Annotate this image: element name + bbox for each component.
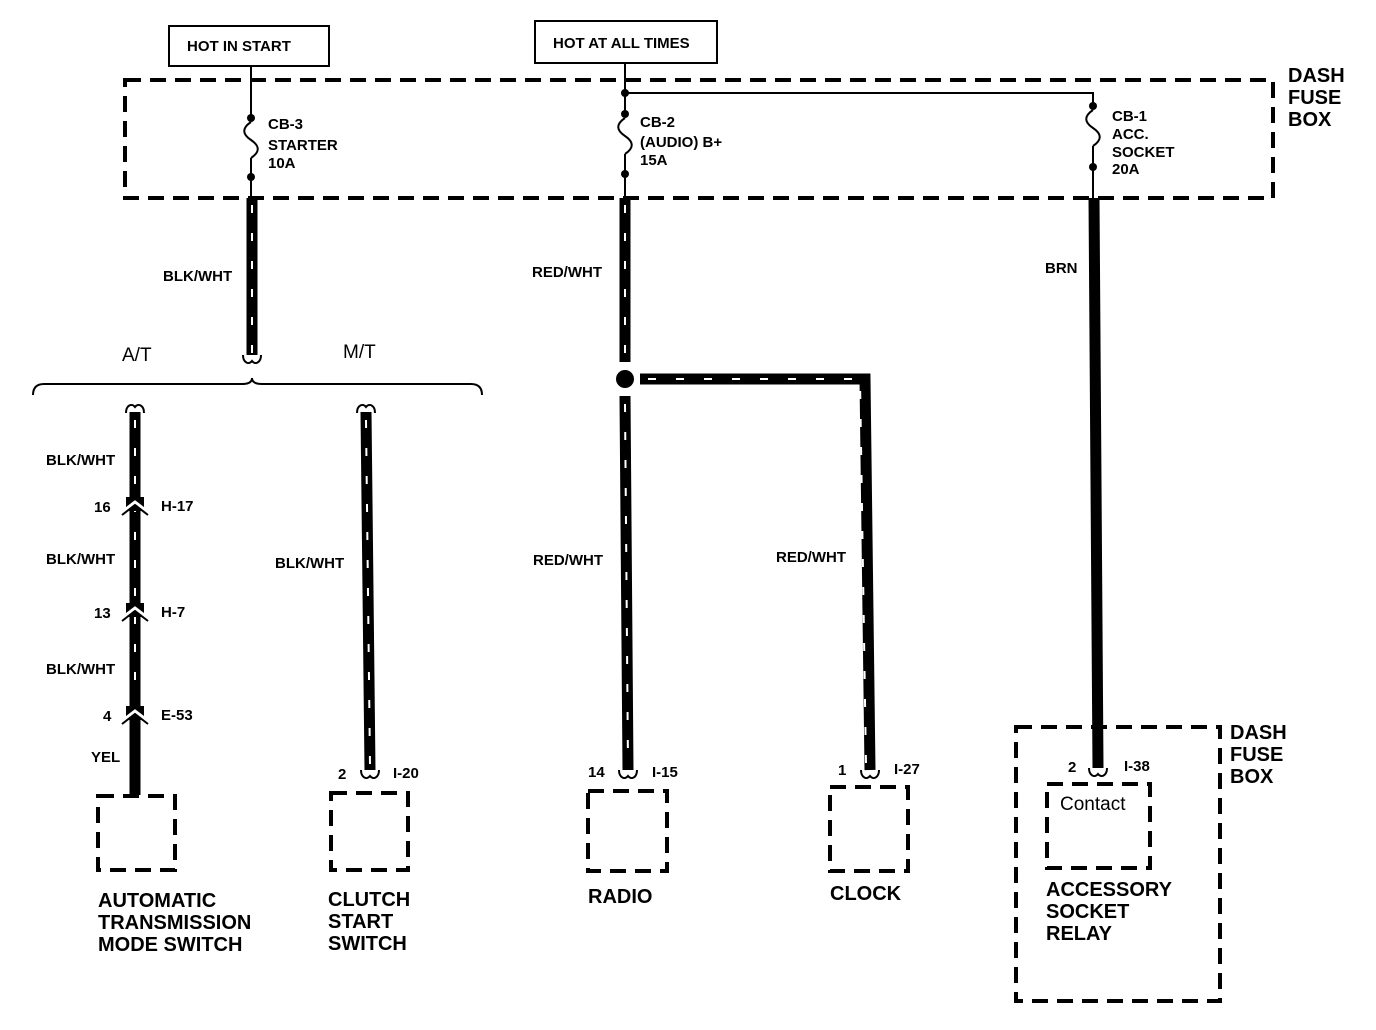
radio-label: RADIO bbox=[588, 886, 652, 908]
dash-fuse-box-relay-label: DASH FUSE BOX bbox=[1230, 722, 1292, 788]
hot-at-all-times-box: HOT AT ALL TIMES bbox=[534, 20, 718, 64]
hot-at-all-times-label: HOT AT ALL TIMES bbox=[553, 35, 690, 52]
i27-pin: 1 bbox=[838, 762, 846, 779]
hot-in-start-box: HOT IN START bbox=[168, 25, 330, 67]
h7-pin: 13 bbox=[94, 605, 111, 622]
at-yel-wire-label: YEL bbox=[91, 749, 120, 766]
at-mode-switch-label: AUTOMATIC TRANSMISSION MODE SWITCH bbox=[98, 890, 257, 956]
at-wire-label-3: BLK/WHT bbox=[46, 661, 115, 678]
mt-branch-label: M/T bbox=[343, 342, 376, 363]
relay-contact-box bbox=[1045, 782, 1152, 870]
clock-label: CLOCK bbox=[830, 883, 902, 905]
i38-connector: I-38 bbox=[1124, 758, 1150, 775]
cb3-breaker bbox=[243, 80, 259, 198]
clock-wire bbox=[640, 373, 876, 771]
i20-connector: I-20 bbox=[393, 765, 419, 782]
clock-wire-label: RED/WHT bbox=[776, 549, 846, 566]
i15-connector: I-15 bbox=[652, 764, 678, 781]
clutch-start-switch-label: CLUTCH START SWITCH bbox=[328, 889, 416, 955]
starter-feed-wire-label: BLK/WHT bbox=[163, 268, 232, 285]
h17-connector: H-17 bbox=[161, 498, 194, 515]
at-wire-label-2: BLK/WHT bbox=[46, 551, 115, 568]
dash-fuse-box-top-label: DASH FUSE BOX bbox=[1288, 65, 1350, 131]
h17-pin: 16 bbox=[94, 499, 111, 516]
radio-box bbox=[586, 789, 669, 873]
cb3-label: CB-3 STARTER 10A bbox=[268, 116, 342, 172]
cb1-label: CB-1 ACC. SOCKET 20A bbox=[1112, 108, 1179, 178]
accessory-socket-relay-label: ACCESSORY SOCKET RELAY bbox=[1046, 879, 1177, 945]
clock-box bbox=[828, 785, 910, 873]
clutch-start-switch-box bbox=[329, 791, 410, 872]
cb2-label: CB-2 (AUDIO) B+ 15A bbox=[640, 114, 726, 169]
i38-pin: 2 bbox=[1068, 759, 1076, 776]
audio-feed-wire-label: RED/WHT bbox=[532, 264, 602, 281]
at-mt-split-bracket bbox=[32, 377, 483, 396]
hot-in-start-label: HOT IN START bbox=[187, 38, 291, 55]
radio-wire bbox=[619, 395, 634, 771]
cb1-breaker bbox=[1085, 102, 1101, 198]
cb2-breaker bbox=[617, 80, 633, 198]
at-mode-switch-box bbox=[96, 794, 177, 872]
mt-wire-label: BLK/WHT bbox=[275, 555, 344, 572]
splice-junction bbox=[616, 370, 634, 388]
at-wire-label-1: BLK/WHT bbox=[46, 452, 115, 469]
relay-contact-label: Contact bbox=[1060, 794, 1126, 815]
socket-feed-wire-label: BRN bbox=[1045, 260, 1078, 277]
radio-wire-label: RED/WHT bbox=[533, 552, 603, 569]
dash-fuse-box-relay bbox=[1014, 725, 1222, 1003]
dash-fuse-box-top bbox=[123, 78, 1275, 200]
i15-pin: 14 bbox=[588, 764, 605, 781]
e53-pin: 4 bbox=[103, 708, 112, 725]
i20-pin: 2 bbox=[338, 766, 346, 783]
at-branch-label: A/T bbox=[122, 345, 152, 366]
socket-feed-wire bbox=[1088, 197, 1104, 769]
mt-wire bbox=[360, 411, 376, 771]
e53-connector: E-53 bbox=[161, 707, 193, 724]
h7-connector: H-7 bbox=[161, 604, 185, 621]
i27-connector: I-27 bbox=[894, 761, 920, 778]
